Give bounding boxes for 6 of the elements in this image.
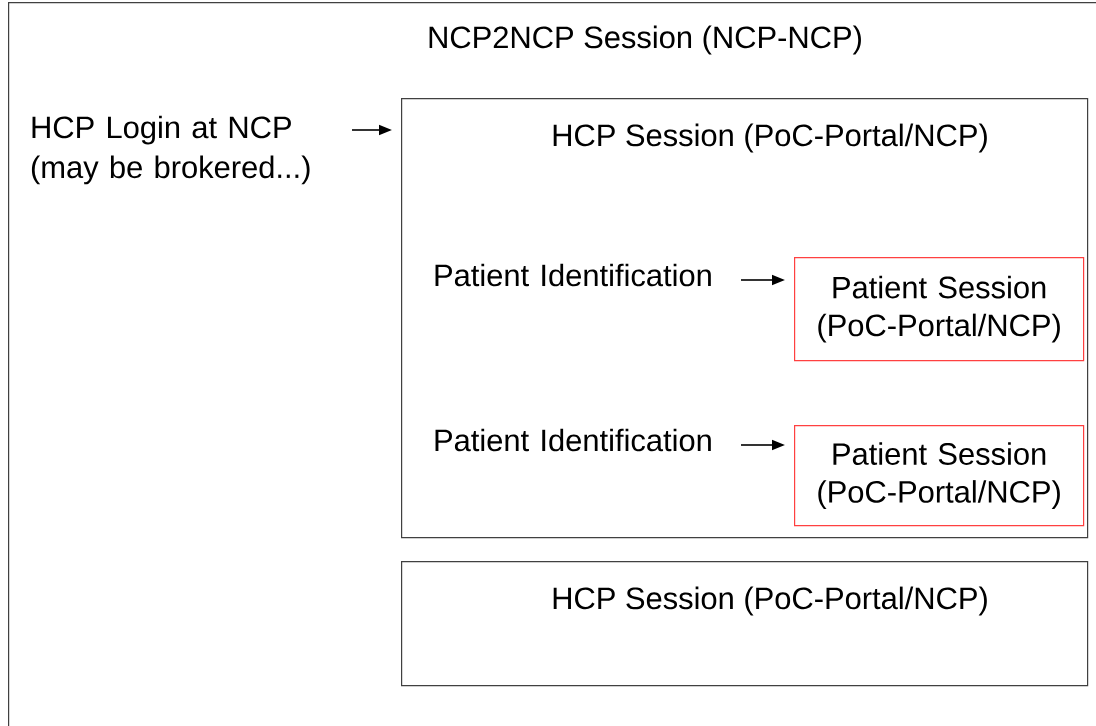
session-box: Patient Session (PoC-Portal/NCP) (794, 425, 1085, 527)
label-text: Patient Identification (435, 263, 711, 287)
label-text: Patient Identification (435, 428, 711, 452)
label-text: HCP Login at NCP (may be brokered...) (31, 115, 310, 185)
session-frame: HCP Session (PoC-Portal/NCP) (401, 561, 1089, 687)
session-box: Patient Session (PoC-Portal/NCP) (794, 257, 1085, 362)
